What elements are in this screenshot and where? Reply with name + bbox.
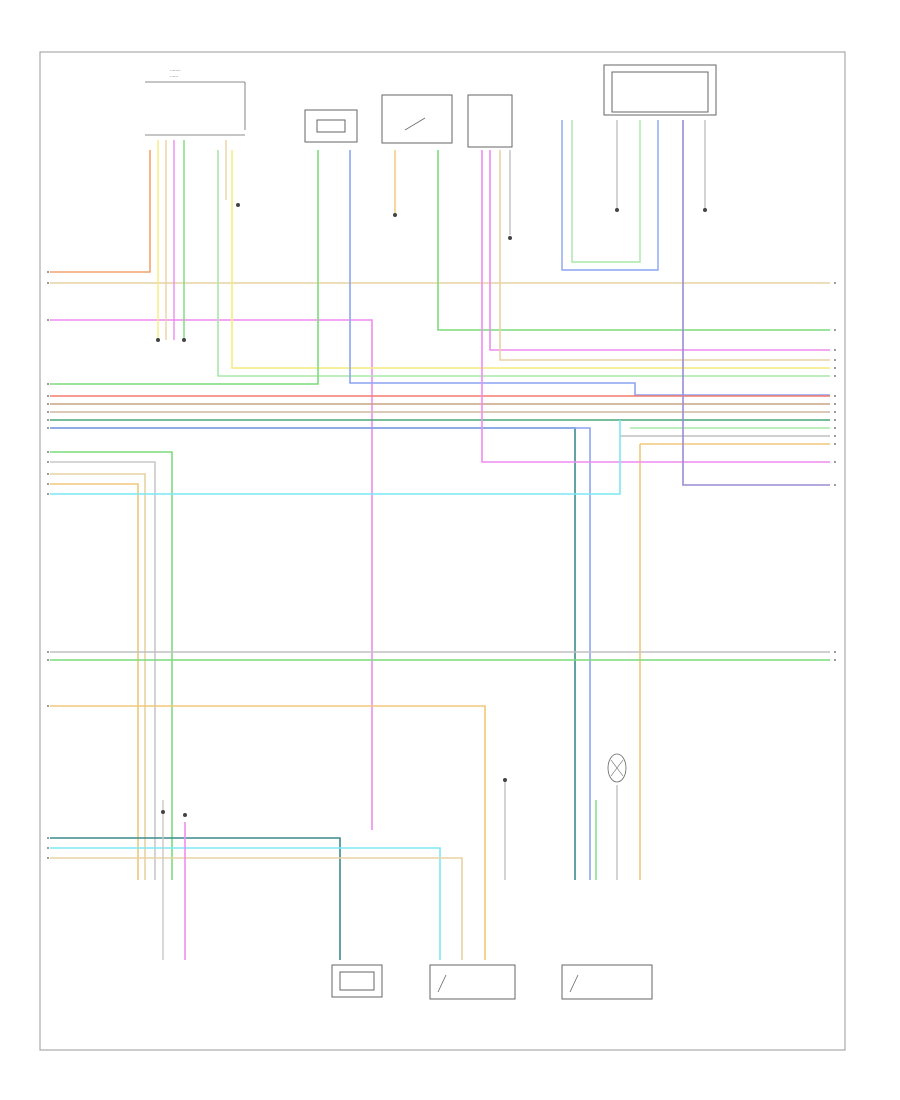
wire-purple-8: [682, 120, 830, 486]
wire-green-2: [437, 150, 830, 331]
wire-amber-6: [639, 443, 830, 880]
ground-points: [156, 203, 707, 817]
top-left-connector-group: ········ ······: [145, 68, 246, 136]
wire-orange-top: [50, 150, 151, 273]
wire-teal-b: [50, 837, 341, 960]
wire-green-4: [50, 150, 319, 385]
wire-tan-b: [50, 857, 463, 960]
wire-green-10: [50, 451, 173, 880]
wire-teal: [50, 427, 576, 880]
top-right-module-box: [603, 64, 717, 116]
left-switch-box: [304, 109, 358, 143]
bottom-center-module: [331, 964, 383, 998]
wire-amber-21: [50, 705, 486, 960]
wire-tan-3: [499, 150, 830, 361]
wire-cyan-b: [50, 847, 441, 960]
wire-blue-5: [50, 427, 591, 880]
wire-yellow-3: [231, 150, 830, 369]
diagram-border: [39, 51, 846, 1051]
wire-green-3: [217, 150, 830, 377]
bottom-mid-connector: [429, 964, 516, 1000]
wire-amber-12: [50, 483, 139, 880]
wire-tan-11: [50, 473, 146, 880]
wire-pink-3: [489, 150, 830, 351]
vertical-stubs: [157, 120, 706, 960]
wire-gray-11: [50, 461, 156, 880]
terminal-markers: [47, 271, 836, 859]
svg-text:········: ········: [170, 68, 181, 73]
horizontal-wires: [50, 120, 830, 960]
lamp-socket: [607, 753, 627, 783]
bottom-right-connector: [561, 964, 653, 1000]
middle-switch-box: [381, 94, 453, 144]
mode-switch-box: [467, 94, 513, 148]
svg-text:······: ······: [170, 74, 178, 79]
wire-cyan: [50, 420, 621, 495]
wire-blue-4: [349, 150, 830, 396]
wire-pink-7: [481, 150, 830, 463]
